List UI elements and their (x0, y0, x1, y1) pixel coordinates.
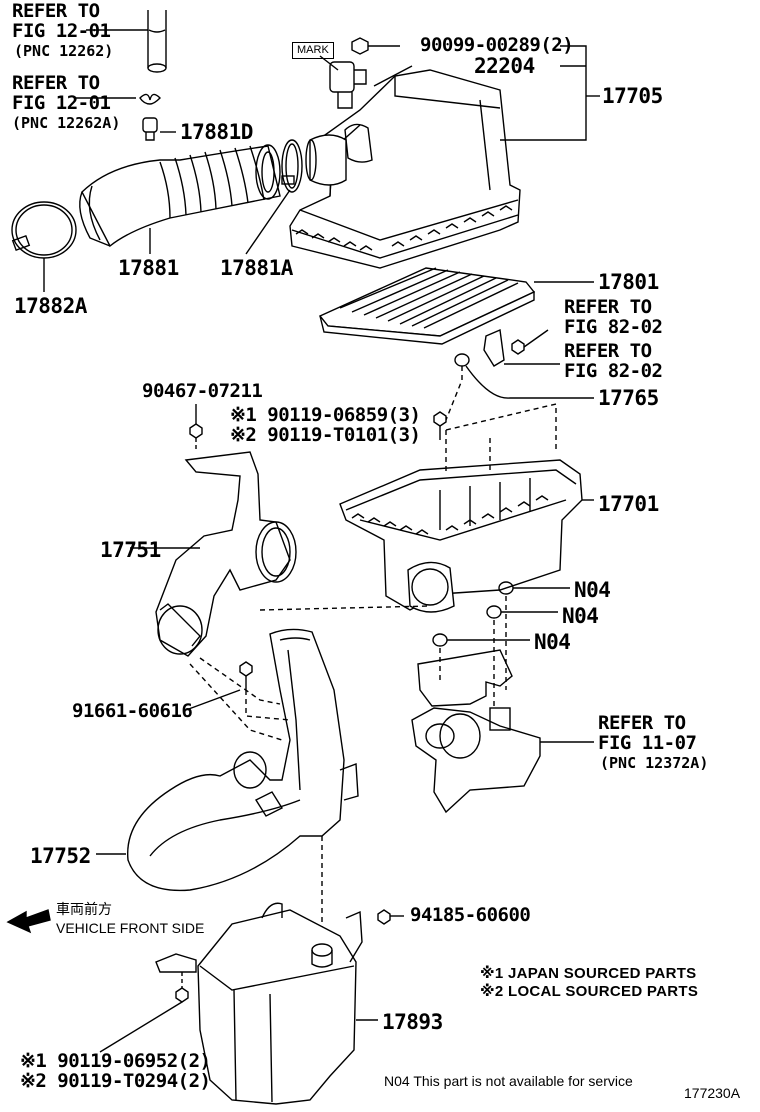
note-local-sourced: ※2 LOCAL SOURCED PARTS (480, 983, 699, 1000)
note-n04-not-available: N04 This part is not available for servi… (384, 1073, 633, 1089)
bolt-94185 (377, 909, 404, 925)
front-label-en: VEHICLE FRONT SIDE (56, 920, 205, 936)
part-n04-1[interactable]: N04 (574, 578, 611, 602)
ref-fig1201b-fig[interactable]: FIG 12-01 (12, 92, 111, 114)
resonator-valve-17881d (142, 117, 176, 141)
resonator-17893 (155, 902, 378, 1105)
air-duct-17751 (130, 451, 297, 657)
hose-clamp-17882a (11, 201, 77, 259)
part-17752[interactable]: 17752 (30, 844, 91, 868)
part-17893[interactable]: 17893 (382, 1010, 443, 1034)
ref-fig1107-refer: REFER TO (598, 712, 686, 734)
front-arrow-icon (6, 909, 51, 934)
air-cleaner-case (339, 459, 594, 613)
bracket-82-02 (483, 328, 560, 367)
bolt-90467 (189, 404, 203, 452)
bolt-91661 (185, 661, 253, 711)
part-17881d[interactable]: 17881D (180, 120, 253, 144)
figure-id: 177230A (684, 1085, 741, 1101)
part-17801[interactable]: 17801 (598, 270, 659, 294)
assembly-lines-case (445, 366, 557, 474)
part-90099-00289[interactable]: 90099-00289(2) (420, 34, 574, 56)
hose-clamp-17881a (281, 139, 303, 193)
ref-fig8202b-fig[interactable]: FIG 82-02 (564, 360, 663, 382)
part-17765[interactable]: 17765 (598, 386, 659, 410)
part-17701[interactable]: 17701 (598, 492, 659, 516)
intake-hose-top (147, 10, 167, 73)
ref-fig1201a-pnc: (PNC 12262) (14, 42, 114, 60)
callout-leaders (76, 29, 600, 141)
air-duct-17752 (96, 628, 359, 892)
part-17881a[interactable]: 17881A (220, 256, 293, 280)
part-17881[interactable]: 17881 (118, 256, 179, 280)
mass-airflow-sensor (329, 61, 367, 109)
ref-fig1201b-pnc: (PNC 12262A) (12, 114, 121, 132)
ref-fig8202a-refer: REFER TO (564, 296, 652, 318)
part-90119-t0101[interactable]: ※2 90119-T0101(3) (230, 424, 421, 446)
part-90119-06859[interactable]: ※1 90119-06859(3) (230, 404, 421, 426)
ref-fig1107-fig[interactable]: FIG 11-07 (598, 732, 697, 754)
air-hose-17881 (79, 144, 281, 248)
ref-fig1201a-refer: REFER TO (12, 0, 100, 22)
ref-fig8202b-refer: REFER TO (564, 340, 652, 362)
part-90119-t0294[interactable]: ※2 90119-T0294(2) (20, 1070, 211, 1092)
part-22204[interactable]: 22204 (474, 54, 535, 78)
assembly-lines-duct (189, 605, 431, 940)
leader-17881a (245, 189, 291, 255)
part-90119-06952[interactable]: ※1 90119-06952(2) (20, 1050, 211, 1072)
part-17751[interactable]: 17751 (100, 538, 161, 562)
part-17705[interactable]: 17705 (602, 84, 663, 108)
part-94185-60600[interactable]: 94185-60600 (410, 904, 531, 926)
bolt-90119-06859 (433, 411, 447, 440)
front-label-jp: 車両前方 (56, 901, 112, 917)
part-17882a[interactable]: 17882A (14, 294, 87, 318)
engine-mount-bracket (411, 649, 594, 814)
air-filter-element (318, 267, 594, 345)
part-90467-07211[interactable]: 90467-07211 (142, 380, 263, 402)
ref-fig1201a-fig[interactable]: FIG 12-01 (12, 20, 111, 42)
clip-small (139, 93, 161, 105)
ref-fig8202a-fig[interactable]: FIG 82-02 (564, 316, 663, 338)
part-n04-2[interactable]: N04 (562, 604, 599, 628)
n04-grommets (432, 581, 570, 647)
air-cleaner-cap (289, 69, 521, 269)
mark-label: MARK (292, 42, 334, 59)
assembly-lines-mount (439, 596, 507, 710)
part-91661-60616[interactable]: 91661-60616 (72, 700, 193, 722)
ref-fig1107-pnc: (PNC 12372A) (600, 754, 709, 772)
screw-90099 (351, 37, 400, 55)
part-n04-3[interactable]: N04 (534, 630, 571, 654)
note-japan-sourced: ※1 JAPAN SOURCED PARTS (480, 965, 697, 982)
ref-fig1201b-refer: REFER TO (12, 72, 100, 94)
bolt-90119-06952 (99, 972, 189, 1053)
